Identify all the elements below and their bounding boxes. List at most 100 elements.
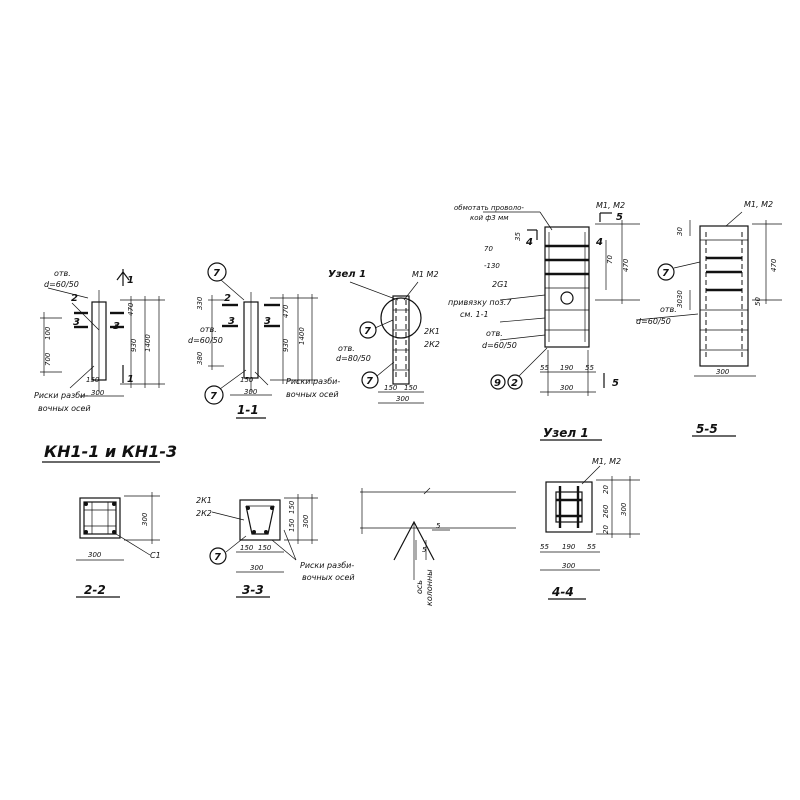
wrap-note-a: обмотать проволо- xyxy=(454,204,524,212)
dim-150a-node: 150 xyxy=(384,384,398,392)
dim-55-a: 55 xyxy=(540,364,549,372)
k2g1-label: 2G1 xyxy=(492,280,508,289)
cut-3-s11-left: 3 xyxy=(228,316,235,327)
dim-150: 150 xyxy=(86,376,100,384)
dim-300-node: 300 xyxy=(396,395,410,403)
dim-300-s11: 300 xyxy=(244,388,258,396)
callout-7-bottom: 7 xyxy=(210,391,217,402)
cut-5-top: 5 xyxy=(616,212,623,223)
dim-300-node-large: 300 xyxy=(560,384,574,392)
m1m2-s55: М1, М2 xyxy=(744,200,773,209)
k2-s33: 2К2 xyxy=(196,509,212,518)
elevation-kn1: отв. d=60/50 1 1 2 3 3 470 930 1400 100 … xyxy=(34,269,165,413)
dim-150-s33-d: 150 xyxy=(258,544,272,552)
axis-marks-note-b: вочных осей xyxy=(38,404,91,413)
dim-470-s11: 470 xyxy=(282,304,290,318)
dim-70-b: 70 xyxy=(606,255,614,264)
dim-20-s44-a: 20 xyxy=(602,485,610,494)
dim-150-s33-a: 150 xyxy=(288,518,296,532)
cut-4-right: 4 xyxy=(595,237,603,248)
hole-diameter-node-large: d=60/50 xyxy=(482,341,517,350)
node-1-title-small: Узел 1 xyxy=(328,269,366,280)
dim-300: 300 xyxy=(91,389,105,397)
section-5-5-label: 5-5 xyxy=(696,422,718,436)
k1-node: 2К1 xyxy=(424,327,440,336)
section-5-5: 7 М1, М2 30 470 3030 50 отв. d=60/50 300… xyxy=(635,200,782,437)
node-1-large: обмотать проволо- кой ф3 мм М1, М2 5 5 4… xyxy=(448,201,640,441)
dim-20-s44-b: 20 xyxy=(602,525,610,534)
m1m2-s44: М1, М2 xyxy=(592,457,621,466)
dim-300-s33-h: 300 xyxy=(250,564,264,572)
c1-label: С1 xyxy=(150,551,161,560)
k1-s33: 2К1 xyxy=(196,496,212,505)
tie-note-b: см. 1-1 xyxy=(460,310,489,319)
dim-35: 35 xyxy=(514,232,522,241)
m1m2-node-large: М1, М2 xyxy=(596,201,625,210)
section-4-4: М1, М2 20 260 20 300 55 190 55 300 4-4 xyxy=(540,457,640,600)
dim-100: 100 xyxy=(44,326,52,340)
node-1-title-large: Узел 1 xyxy=(543,426,589,440)
holes-note-s11: отв. xyxy=(200,325,217,334)
dim-1400-s11: 1400 xyxy=(298,327,306,345)
dim-700: 700 xyxy=(44,352,52,366)
callout-7-s55: 7 xyxy=(662,268,669,279)
dim-300-22-h: 300 xyxy=(88,551,102,559)
dim-470: 470 xyxy=(127,302,135,316)
column-axis-b: колонны xyxy=(425,569,434,606)
axis-marks-s33-b: вочных осей xyxy=(302,573,355,582)
callout-7-top: 7 xyxy=(213,268,220,279)
dim-190-s44: 190 xyxy=(562,543,576,551)
section-1-1-label: 1-1 xyxy=(237,403,259,417)
holes-node-large: отв. xyxy=(486,329,503,338)
dim-300-s33-v: 300 xyxy=(302,514,310,528)
callout-2: 2 xyxy=(511,378,518,389)
dim-930-s11: 930 xyxy=(282,338,290,352)
column-axis-a: ось xyxy=(415,580,424,594)
m1m2-small: М1 М2 xyxy=(412,270,439,279)
cut-5-bottom: 5 xyxy=(612,378,619,389)
column-axis-detail: 5 5 ось колонны xyxy=(360,487,516,606)
dim-380: 380 xyxy=(196,351,204,365)
dim-300-22-v: 300 xyxy=(141,512,149,526)
tie-note-a: привязку поз.7 xyxy=(448,298,512,307)
dim-150b-node: 150 xyxy=(404,384,418,392)
dim-300-s55: 300 xyxy=(716,368,730,376)
holes-note: отв. xyxy=(54,269,71,278)
dim-470-s55: 470 xyxy=(770,258,778,272)
section-4-4-label: 4-4 xyxy=(551,585,574,599)
dim-30-s55: 30 xyxy=(676,227,684,236)
cut-1-bottom: 1 xyxy=(127,374,134,385)
callout-7-node-b: 7 xyxy=(366,376,373,387)
callout-9: 9 xyxy=(494,378,501,389)
callout-7-s33: 7 xyxy=(214,552,221,563)
dim-55-s44-b: 55 xyxy=(587,543,596,551)
dim-70-a: 70 xyxy=(484,245,493,253)
dim-55-s44-a: 55 xyxy=(540,543,549,551)
callout-7-node: 7 xyxy=(364,326,371,337)
dim-330: 330 xyxy=(196,296,204,310)
dim-300-s44-h: 300 xyxy=(562,562,576,570)
cut-3-left: 3 xyxy=(73,317,80,328)
hole-diameter-node: d=80/50 xyxy=(336,354,371,363)
section-3-3: 7 2К1 2К2 150 150 300 150 150 300 Риски … xyxy=(196,494,355,598)
cut-3-right: 3 xyxy=(113,321,120,332)
holes-node: отв. xyxy=(338,344,355,353)
dim-150-s33-b: 150 xyxy=(288,500,296,514)
dim-930: 930 xyxy=(130,338,138,352)
dim-130: -130 xyxy=(484,262,500,270)
axis-marks-s33-a: Риски разби- xyxy=(300,561,354,570)
dim-150-s11: 150 xyxy=(240,376,254,384)
k2-node: 2К2 xyxy=(424,340,440,349)
cut-3-s11-right: 3 xyxy=(264,316,271,327)
axis-marks-note-a: Риски разби- xyxy=(34,391,88,400)
cut-2-label: 2 xyxy=(71,293,78,304)
dim-5-a: 5 xyxy=(436,522,441,530)
wrap-note-b: кой ф3 мм xyxy=(470,214,509,222)
hole-diameter-s11: d=60/50 xyxy=(188,336,223,345)
hole-diameter-s55: d=60/50 xyxy=(636,317,671,326)
section-1-1: 7 7 2 3 3 отв. d=60/50 330 380 470 930 1… xyxy=(188,262,340,419)
cut-2-s11: 2 xyxy=(224,293,231,304)
dim-3030: 3030 xyxy=(676,290,684,308)
section-3-3-label: 3-3 xyxy=(242,583,264,597)
dim-55-b: 55 xyxy=(585,364,594,372)
